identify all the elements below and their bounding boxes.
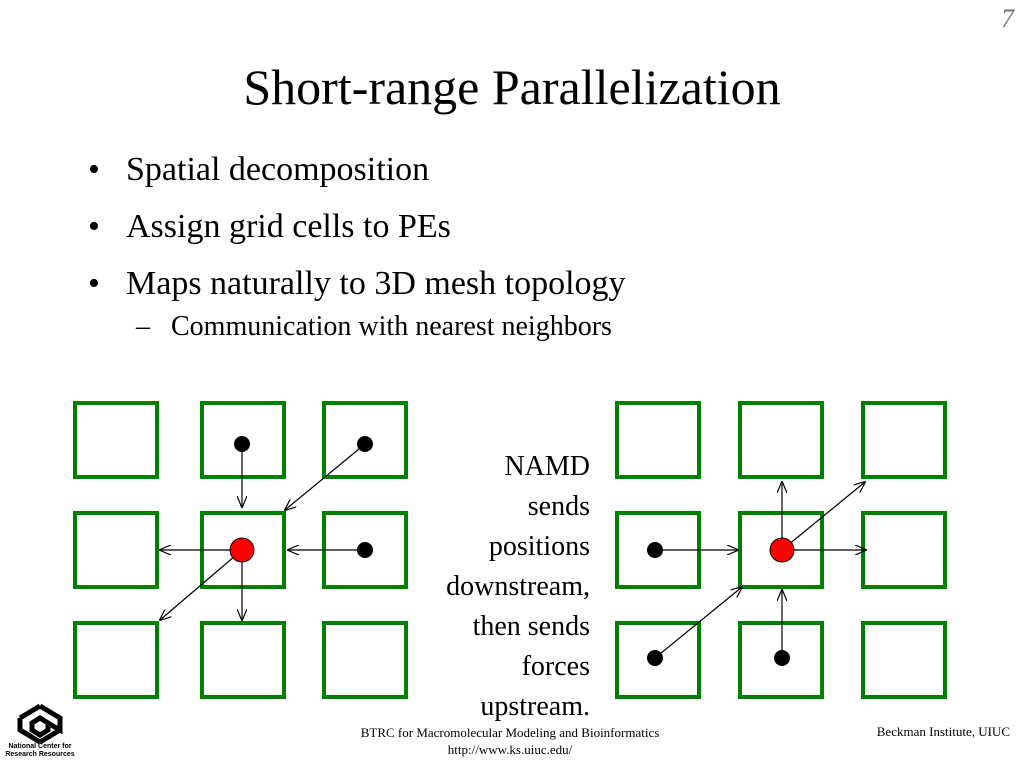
caption-line: forces xyxy=(521,651,590,682)
caption-line: then sends xyxy=(472,611,590,642)
left-grid xyxy=(73,401,408,699)
grid-cell xyxy=(73,511,159,589)
grid-cell xyxy=(73,401,159,479)
grid-cell xyxy=(200,621,286,699)
bullet-item: Assign grid cells to PEs xyxy=(88,207,788,247)
grid-cell xyxy=(73,621,159,699)
grid-cell xyxy=(861,401,947,479)
caption-line: positions xyxy=(488,531,590,562)
footer-center: BTRC for Macromolecular Modeling and Bio… xyxy=(300,724,720,758)
slide-number: 7 xyxy=(1001,4,1014,33)
logo-caption-line: National Center for xyxy=(8,743,72,750)
left-arrows xyxy=(160,443,366,620)
atom xyxy=(774,650,790,666)
right-arrows xyxy=(654,482,866,659)
logo-caption-line: Research Resources xyxy=(5,751,75,758)
bullet-text: Maps naturally to 3D mesh topology xyxy=(126,265,626,302)
sub-bullet-item: Communication with nearest neighbors xyxy=(126,310,788,344)
arrow xyxy=(160,549,243,620)
grid-cell xyxy=(615,401,701,479)
arrow xyxy=(654,587,742,659)
footer-right: Beckman Institute, UIUC xyxy=(876,724,1010,739)
bullet-item: Spatial decomposition xyxy=(88,150,788,190)
arrow xyxy=(285,443,366,510)
footer-organization: BTRC for Macromolecular Modeling and Bio… xyxy=(360,725,660,740)
bullet-item: Maps naturally to 3D mesh topology xyxy=(88,264,788,304)
atom xyxy=(234,436,250,452)
sub-bullet-container: Communication with nearest neighbors xyxy=(88,310,788,344)
grid-cell xyxy=(861,511,947,589)
atom xyxy=(647,542,663,558)
center-atom xyxy=(229,537,255,563)
caption-line: NAMD xyxy=(504,451,590,482)
decomposition-diagram xyxy=(73,401,947,699)
right-grid xyxy=(615,401,947,699)
caption-line: upstream. xyxy=(480,691,590,722)
sub-bullet-list: Communication with nearest neighbors xyxy=(88,310,788,344)
ncsa-logo-icon xyxy=(17,703,63,745)
caption-line: downstream, xyxy=(446,571,590,602)
atom xyxy=(647,650,663,666)
center-atom xyxy=(769,537,795,563)
arrow xyxy=(781,482,865,551)
footer-url[interactable]: http://www.ks.uiuc.edu/ xyxy=(447,742,573,757)
caption-line: sends xyxy=(527,491,590,522)
atom xyxy=(357,436,373,452)
grid-cell xyxy=(738,401,824,479)
slide-title: Short-range Parallelization xyxy=(243,59,781,115)
bullet-list: Spatial decomposition Assign grid cells … xyxy=(88,150,788,344)
grid-cell xyxy=(322,621,408,699)
logo-caption: National Center for Research Resources xyxy=(2,743,78,759)
caption: NAMD sends positions downstream, then se… xyxy=(410,447,590,727)
atom xyxy=(357,542,373,558)
grid-cell xyxy=(861,621,947,699)
